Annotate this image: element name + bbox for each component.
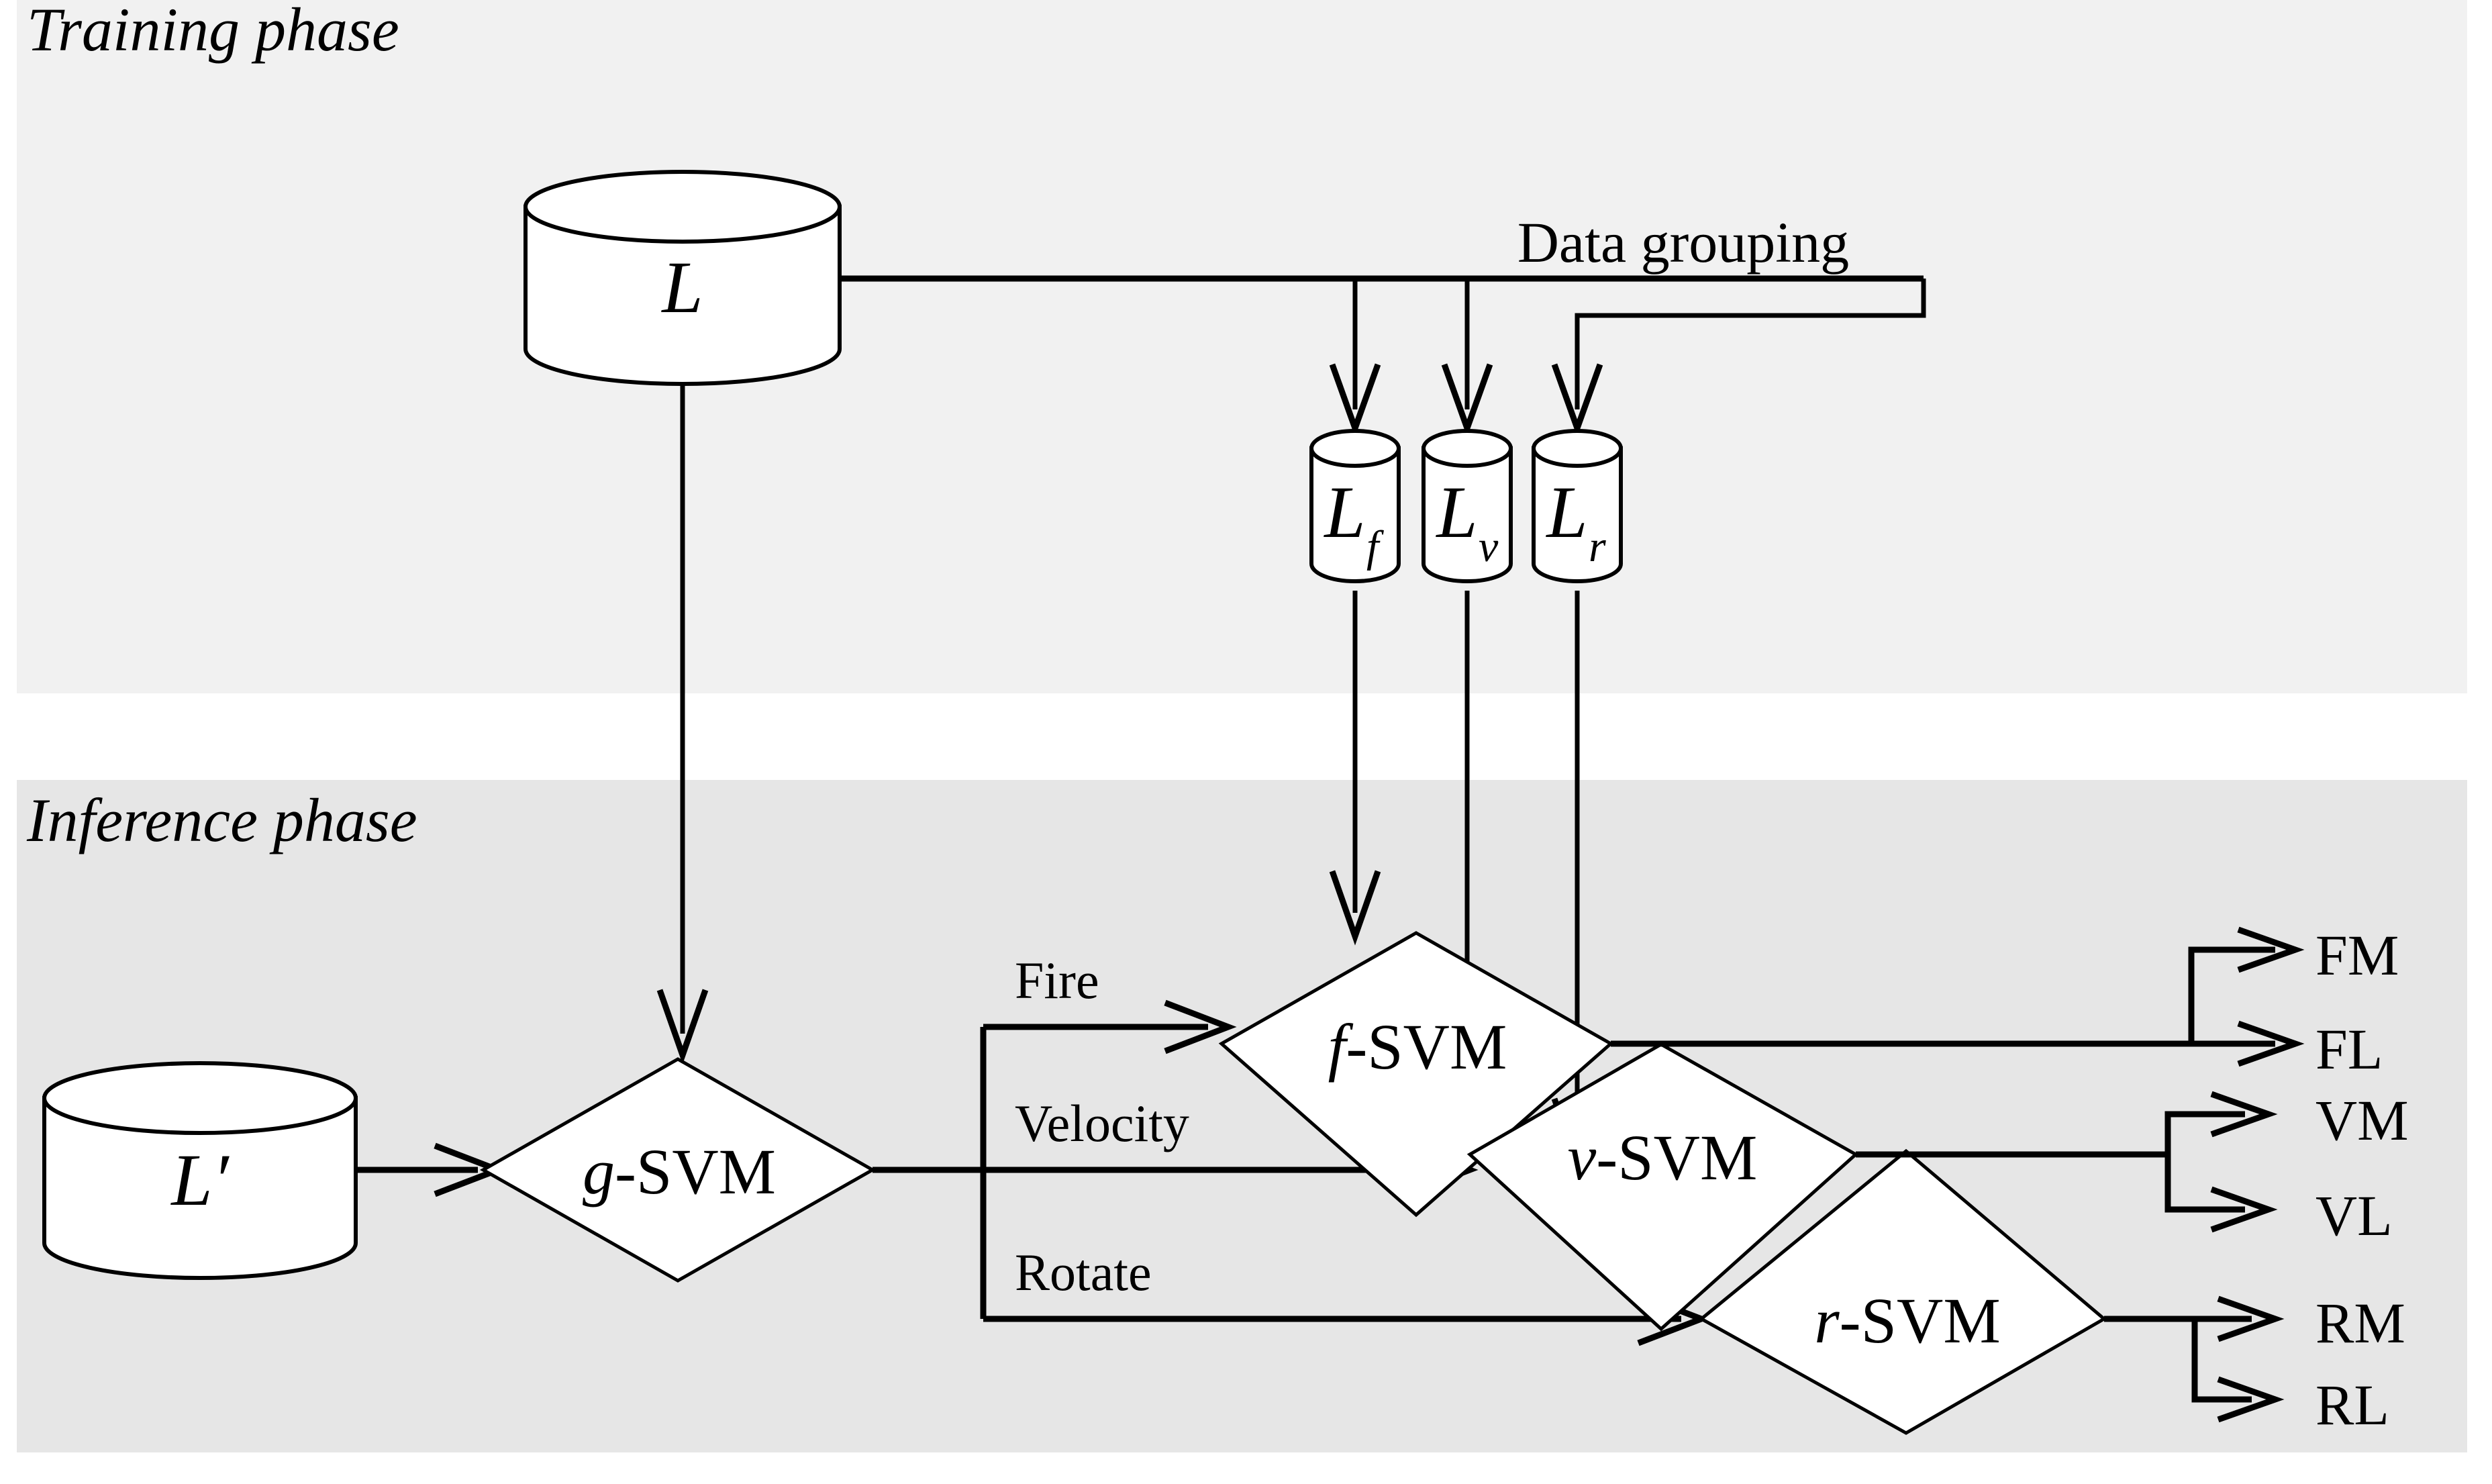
edge-out-VL <box>2164 1154 2245 1213</box>
edge-out-FM <box>2188 946 2275 1044</box>
inference-phase-panel <box>17 780 2467 1452</box>
decision-v-svm-suffix: -SVM <box>1596 1122 1757 1193</box>
data-grouping-label: Data grouping <box>1517 210 1849 275</box>
edge-label-rotate: Rotate <box>1015 1243 1152 1301</box>
decision-v-svm-prefix: v <box>1568 1122 1597 1193</box>
edge-out-RL <box>2191 1319 2252 1403</box>
database-Lr-sub: r <box>1589 522 1606 571</box>
svg-text:r-SVM: r-SVM <box>1814 1285 2000 1356</box>
arrowhead-to-fsvm <box>1329 870 1381 946</box>
decision-r-svm-suffix: -SVM <box>1840 1285 2001 1356</box>
output-label-RM: RM <box>2315 1291 2405 1355</box>
arrowhead-to-gsvm <box>656 989 709 1065</box>
database-Lv-base: L <box>1435 471 1477 553</box>
database-Lv: L v <box>1422 429 1513 583</box>
edge-out-VM <box>2164 1111 2245 1154</box>
decision-g-svm-prefix: g <box>583 1136 615 1207</box>
edge-label-fire: Fire <box>1015 951 1099 1009</box>
arrowhead-fire-to-fsvm <box>1164 999 1237 1054</box>
output-label-FL: FL <box>2315 1017 2383 1081</box>
database-Lr: L r <box>1532 429 1623 583</box>
svg-text:g-SVM: g-SVM <box>583 1136 776 1207</box>
decision-r-svm: r-SVM <box>1698 1148 2107 1435</box>
edge-label-velocity: Velocity <box>1015 1094 1189 1152</box>
arrowhead-to-Lf <box>1329 363 1381 438</box>
database-Lf: L f <box>1309 429 1401 583</box>
decision-f-svm-suffix: -SVM <box>1346 1011 1507 1083</box>
database-Lv-sub: v <box>1479 522 1499 571</box>
decision-r-svm-prefix: r <box>1814 1285 1840 1356</box>
decision-g-svm: g-SVM <box>479 1057 877 1283</box>
output-label-VL: VL <box>2315 1183 2393 1248</box>
arrowhead-out-FL <box>2237 1020 2305 1067</box>
svg-text:v-SVM: v-SVM <box>1568 1122 1758 1193</box>
decision-v-svm: v-SVM <box>1466 1042 1859 1332</box>
output-label-FM: FM <box>2315 923 2399 987</box>
database-Lr-base: L <box>1545 471 1587 553</box>
inference-phase-label: Inference phase <box>26 786 417 854</box>
arrowhead-to-Lr <box>1551 363 1603 438</box>
database-Lprime-label: L′ <box>170 1139 230 1221</box>
database-Lprime: L′ <box>42 1061 358 1280</box>
output-label-RL: RL <box>2315 1373 2389 1437</box>
decision-g-svm-suffix: -SVM <box>615 1136 776 1207</box>
arrowhead-out-RL <box>2217 1376 2285 1423</box>
arrowhead-out-VM <box>2210 1091 2278 1138</box>
database-Lf-base: L <box>1323 471 1365 553</box>
decision-f-svm: f-SVM <box>1218 931 1614 1218</box>
svg-text:f-SVM: f-SVM <box>1328 1011 1507 1083</box>
arrowhead-out-VL <box>2210 1186 2278 1233</box>
arrowhead-out-RM <box>2217 1295 2285 1342</box>
arrowhead-out-FM <box>2237 926 2305 973</box>
arrowhead-to-Lv <box>1441 363 1493 438</box>
database-L-label: L <box>660 246 703 328</box>
training-phase-label: Training phase <box>27 0 399 64</box>
output-label-VM: VM <box>2315 1088 2409 1152</box>
edge-bus-to-Lr-path <box>1575 279 1926 409</box>
training-phase-panel <box>17 0 2467 693</box>
database-L: L <box>524 170 842 386</box>
